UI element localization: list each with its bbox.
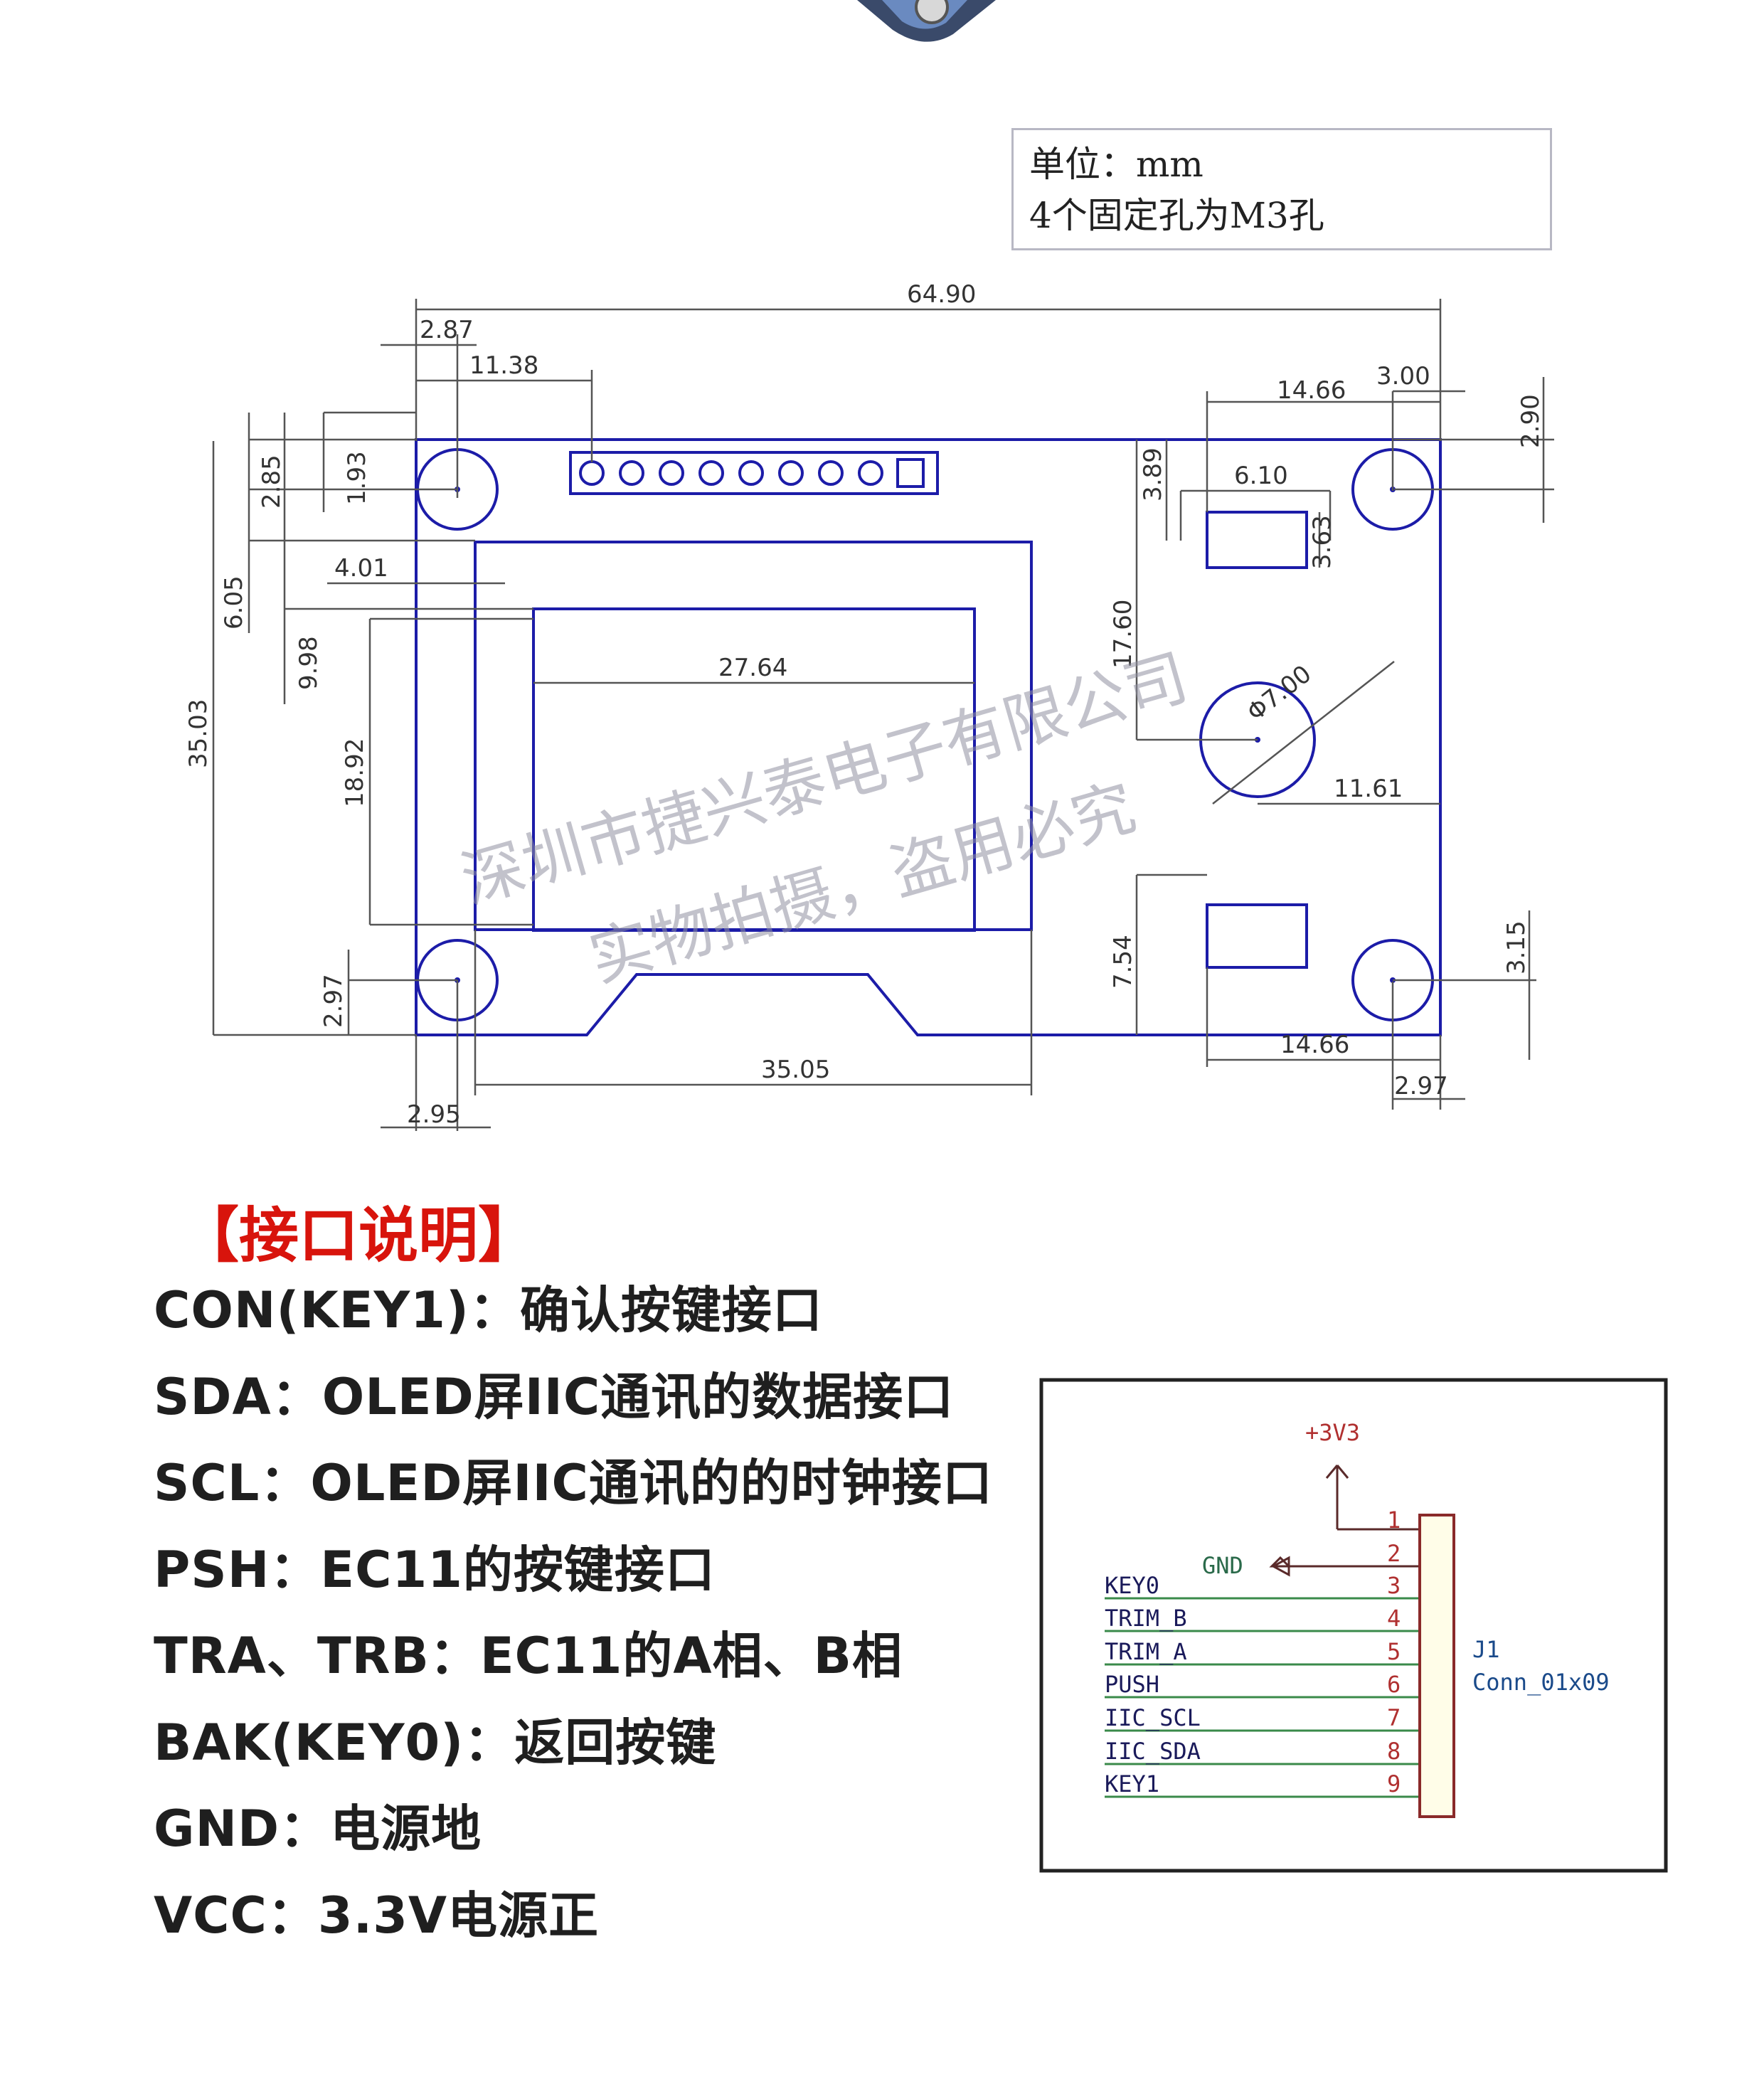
dim-button-width: 6.10 [1234, 462, 1288, 490]
interface-item: GND：电源地 [154, 1800, 482, 1858]
net-label: IIC_SDA [1105, 1738, 1201, 1765]
interface-item: TRA、TRB：EC11的A相、B相 [154, 1627, 903, 1685]
dim-encoder-y: 17.60 [1109, 600, 1137, 669]
dim-display-top: 9.98 [294, 636, 323, 690]
interface-item: CON(KEY1)：确认按键接口 [154, 1281, 823, 1339]
pin-number: 3 [1387, 1572, 1401, 1599]
dim-hole-y-left-top: 2.85 [257, 455, 286, 509]
gnd-symbol [1269, 1556, 1420, 1577]
dimension-labels: 64.90 2.87 11.38 14.66 3.00 2.90 2.85 1.… [184, 280, 1545, 1129]
interface-item: SDA：OLED屏IIC通讯的数据接口 [154, 1367, 955, 1426]
dim-screen-width: 35.05 [761, 1056, 830, 1084]
dim-display-height: 18.92 [341, 738, 369, 807]
interface-list: CON(KEY1)：确认按键接口 SDA：OLED屏IIC通讯的数据接口 SCL… [154, 1268, 993, 1959]
dim-button-top-y: 3.89 [1139, 447, 1167, 501]
interface-title: 【接口说明】 [179, 1201, 538, 1270]
net-label: TRIM_B [1105, 1605, 1187, 1632]
pin-number: 7 [1387, 1704, 1401, 1731]
dim-small-offset: 1.93 [343, 451, 371, 505]
dim-hole-x-left-bottom: 2.95 [407, 1100, 461, 1129]
connector-ref: J1 [1472, 1636, 1500, 1663]
dim-hole-y-left-bottom: 2.97 [319, 974, 348, 1028]
dim-hole-x-right-top: 3.00 [1376, 362, 1430, 391]
net-wires [1105, 1597, 1420, 1798]
dim-right-block-top: 14.66 [1277, 376, 1346, 405]
net-labels: KEY0 TRIM_B TRIM_A PUSH IIC_SCL IIC_SDA … [1105, 1572, 1201, 1797]
dim-header-offset: 11.38 [469, 351, 538, 380]
dim-bottom-button-y: 7.54 [1109, 935, 1137, 989]
unit-note: 单位：mm 4个固定孔为M3孔 [1011, 128, 1552, 250]
net-label: TRIM_A [1105, 1638, 1187, 1665]
dim-hole-y-right-bottom: 3.15 [1502, 920, 1531, 974]
dim-encoder-x: 11.61 [1334, 775, 1403, 803]
power-arrow [1325, 1465, 1420, 1531]
schematic-box: +3V3 GND KEY0 TRIM_B TRIM_A PUSH IIC_SCL [1039, 1378, 1668, 1873]
interface-item: BAK(KEY0)：返回按键 [154, 1713, 717, 1772]
unit-note-line1: 单位：mm [1029, 144, 1204, 185]
dimension-lines [212, 299, 1554, 1131]
unit-note-line2: 4个固定孔为M3孔 [1029, 195, 1324, 236]
connector-part: Conn_01x09 [1472, 1669, 1610, 1696]
interface-item: SCL：OLED屏IIC通讯的的时钟接口 [154, 1454, 993, 1512]
net-label: IIC_SCL [1105, 1704, 1201, 1731]
product-photo-edge [857, 0, 996, 42]
interface-item: VCC：3.3V电源正 [154, 1886, 600, 1945]
dim-screen-top: 6.05 [220, 575, 248, 630]
pin-number: 5 [1387, 1638, 1401, 1665]
pin-number: 9 [1387, 1770, 1401, 1797]
dim-encoder-diameter: Φ7.00 [1242, 659, 1317, 727]
pin-numbers: 1 2 3 4 5 6 7 8 9 [1387, 1507, 1401, 1797]
pin-number: 8 [1387, 1738, 1401, 1765]
net-label: PUSH [1105, 1671, 1159, 1698]
pin-number: 1 [1387, 1507, 1401, 1534]
dim-display-width: 27.64 [718, 654, 787, 682]
power-label: +3V3 [1305, 1419, 1360, 1446]
dim-hole-y-right-top: 2.90 [1516, 394, 1545, 448]
net-label: KEY1 [1105, 1770, 1159, 1797]
connector-body [1418, 1514, 1455, 1818]
interface-item: PSH：EC11的按键接口 [154, 1540, 716, 1599]
dim-overall-width: 64.90 [907, 280, 976, 309]
dim-right-block-bottom: 14.66 [1280, 1031, 1349, 1059]
dim-hole-x-right-bottom: 2.97 [1394, 1072, 1448, 1100]
dim-screen-left: 4.01 [334, 554, 388, 583]
dim-button-height: 3.63 [1308, 515, 1337, 569]
dim-board-height: 35.03 [184, 699, 213, 768]
net-label: KEY0 [1105, 1572, 1159, 1599]
pin-number: 4 [1387, 1605, 1401, 1632]
gnd-label: GND [1202, 1552, 1243, 1579]
watermark: 深圳市捷兴泰电子有限公司 实物拍摄，盗用必究 [453, 640, 1195, 996]
pin-number: 6 [1387, 1671, 1401, 1698]
pin-number: 2 [1387, 1540, 1401, 1567]
dim-hole-x-left: 2.87 [420, 316, 474, 344]
